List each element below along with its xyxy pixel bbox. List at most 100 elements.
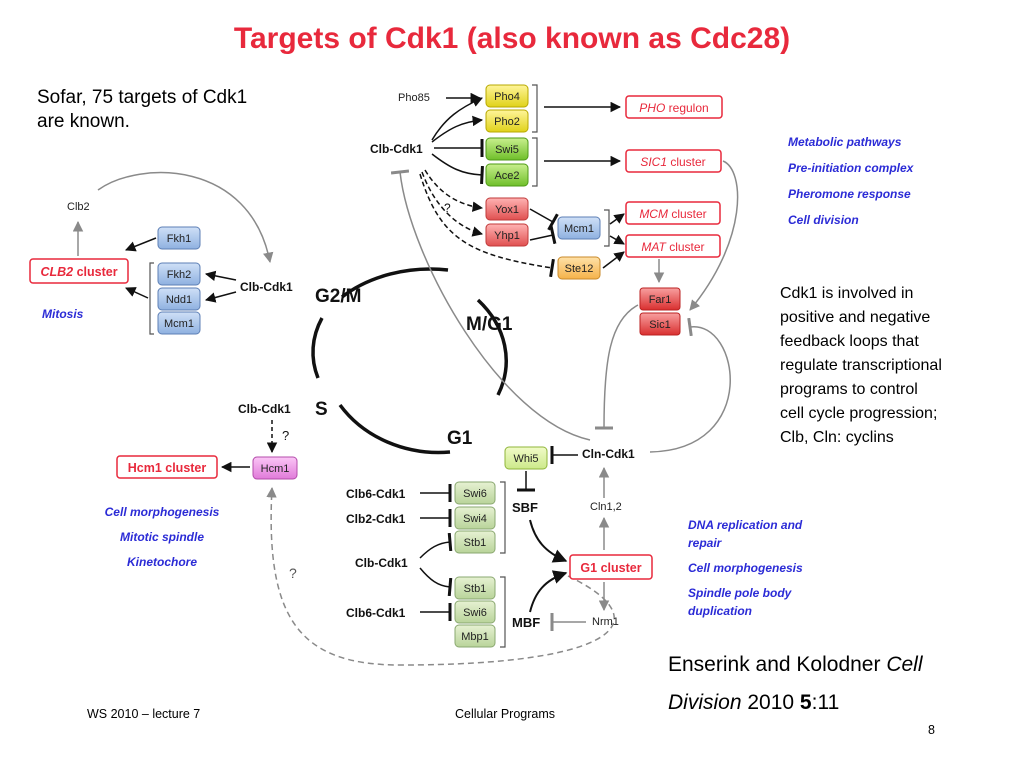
fkh1-to-clb2-arrow bbox=[125, 237, 157, 252]
kinase-clb-left: Clb-Cdk1 bbox=[240, 280, 293, 294]
protein-whi5 bbox=[504, 446, 548, 470]
protein-swi6-a bbox=[454, 481, 496, 505]
clb2-label: Clb2 bbox=[67, 201, 90, 213]
protein-fkh1-label: Fkh1 bbox=[167, 233, 191, 245]
cycle-arc-bottom bbox=[338, 403, 451, 455]
protein-stb1-b bbox=[454, 576, 496, 600]
clb-inhibits-ace2 bbox=[431, 153, 484, 185]
clb-to-pho4-arrow bbox=[431, 97, 483, 141]
left-network: Clb2 CLB2 cluster Mitosis Fkh1 Fkh2 Ndd1… bbox=[29, 171, 615, 666]
note-line: feedback loops that bbox=[780, 333, 919, 350]
note-line: positive and negative bbox=[780, 309, 931, 326]
protein-mcm1-left-label: Mcm1 bbox=[164, 318, 194, 330]
kinase-clb-top: Clb-Cdk1 bbox=[370, 142, 423, 156]
mbf-label: MBF bbox=[512, 615, 540, 630]
citation-authors: Enserink and Kolodner bbox=[668, 653, 887, 676]
note-line: cell cycle progression; bbox=[780, 405, 938, 422]
protein-ace2-label: Ace2 bbox=[494, 170, 519, 182]
intro-text: Sofar, 75 targets of Cdk1 are known. bbox=[37, 86, 247, 134]
top-network: Pho85 Clb-Cdk1 Pho4 Pho2 Swi5 Ace2 Yox1 … bbox=[370, 84, 915, 453]
citation: Enserink and Kolodner Cell Division 2010… bbox=[668, 646, 923, 722]
sic1-cluster-box bbox=[625, 149, 722, 173]
clb-to-ndd1-arrow bbox=[204, 291, 237, 303]
phase-mg1: M/G1 bbox=[466, 314, 513, 335]
footer-center: Cellular Programs bbox=[455, 707, 556, 721]
yhp1-inhibits-mcm1 bbox=[529, 225, 557, 245]
far1-inhibits-cln bbox=[594, 304, 639, 430]
sbf-label: SBF bbox=[512, 500, 538, 515]
protein-mbp1-label: Mbp1 bbox=[461, 631, 489, 643]
protein-mcm1-left bbox=[157, 311, 201, 335]
protein-hcm1 bbox=[252, 456, 298, 480]
protein-mcm1-top-label: Mcm1 bbox=[564, 223, 594, 235]
cycle-arc-top bbox=[340, 267, 449, 299]
protein-yhp1 bbox=[485, 223, 529, 247]
citation-year: 2010 bbox=[741, 691, 800, 714]
citation-page: :11 bbox=[811, 691, 840, 714]
kinase-clb-s: Clb-Cdk1 bbox=[238, 402, 291, 416]
function-right: DNA replication and bbox=[688, 518, 803, 532]
question-mark-hcm1: ? bbox=[282, 428, 289, 443]
protein-mbp1 bbox=[454, 624, 496, 648]
citation-journal-2: Division bbox=[668, 691, 742, 714]
function-right: repair bbox=[688, 536, 723, 550]
protein-swi4-label: Swi4 bbox=[463, 513, 487, 525]
protein-yox1 bbox=[485, 197, 529, 221]
kinase-clb6-a: Clb6-Cdk1 bbox=[346, 487, 406, 501]
function-left: Cell morphogenesis bbox=[105, 505, 220, 519]
citation-line-2: Division 2010 5:11 bbox=[668, 684, 923, 722]
protein-hcm1-label: Hcm1 bbox=[261, 463, 290, 475]
protein-swi5-label: Swi5 bbox=[495, 144, 519, 156]
protein-swi6-b bbox=[454, 600, 496, 624]
hcm1-cluster-box bbox=[116, 455, 218, 479]
protein-ste12-label: Ste12 bbox=[565, 263, 594, 275]
protein-swi4 bbox=[454, 506, 496, 530]
cdk1-note: Cdk1 is involved in positive and negativ… bbox=[780, 282, 942, 450]
nrm1-label: Nrm1 bbox=[592, 616, 619, 628]
phase-s: S bbox=[315, 399, 328, 420]
protein-pho2-label: Pho2 bbox=[494, 116, 520, 128]
protein-sic1 bbox=[639, 312, 681, 336]
cycle-arc-right bbox=[476, 298, 508, 396]
clb-to-pho2-arrow bbox=[431, 115, 484, 143]
mcm-cluster-label: MCM cluster bbox=[639, 207, 706, 221]
intro-line: are known. bbox=[37, 111, 130, 132]
mat-cluster-label: MAT cluster bbox=[641, 240, 704, 254]
pho-regulon-box bbox=[625, 95, 723, 119]
protein-pho4 bbox=[485, 84, 529, 108]
citation-line-1: Enserink and Kolodner Cell bbox=[668, 646, 923, 684]
clb-to-yox1-dashed bbox=[424, 169, 484, 212]
question-mark-bottom: ? bbox=[289, 565, 297, 581]
protein-fkh1 bbox=[157, 226, 201, 250]
pho85-label: Pho85 bbox=[398, 92, 430, 104]
cln-to-clb-loop bbox=[390, 169, 591, 441]
protein-stb1-b-label: Stb1 bbox=[464, 583, 487, 595]
kinase-clb-mid: Clb-Cdk1 bbox=[355, 556, 408, 570]
clb2-cluster-label: CLB2 cluster bbox=[40, 265, 117, 279]
protein-pho4-label: Pho4 bbox=[494, 91, 520, 103]
swi5-ace2-bracket bbox=[532, 137, 538, 187]
sbf-bracket bbox=[500, 481, 506, 554]
protein-sic1-label: Sic1 bbox=[649, 319, 670, 331]
phase-g2m: G2/M bbox=[315, 286, 361, 307]
protein-ndd1 bbox=[157, 287, 201, 311]
clb2-to-clb-cdk1-loop bbox=[97, 171, 274, 264]
function-right: Spindle pole body bbox=[688, 586, 793, 600]
function-top: Pheromone response bbox=[788, 187, 911, 201]
protein-far1-label: Far1 bbox=[649, 294, 672, 306]
cycle-arc-left bbox=[311, 317, 324, 379]
clb-to-ste12-dashed bbox=[419, 173, 555, 278]
note-line: Clb, Cln: cyclins bbox=[780, 429, 894, 446]
kinase-clb2: Clb2-Cdk1 bbox=[346, 512, 406, 526]
cln12-label: Cln1,2 bbox=[590, 501, 622, 513]
function-top: Pre-initiation complex bbox=[788, 161, 915, 175]
footer-left: WS 2010 – lecture 7 bbox=[87, 707, 201, 721]
citation-volume: 5 bbox=[799, 691, 812, 714]
citation-journal-1: Cell bbox=[886, 653, 923, 676]
cln-inhibits-sic1-loop bbox=[649, 317, 731, 453]
mcm-cluster-box bbox=[625, 201, 721, 225]
pho-regulon-label: PHO regulon bbox=[639, 101, 708, 115]
clb-inhibits-stb1-b bbox=[419, 567, 453, 597]
clb-to-fkh2-arrow bbox=[204, 270, 237, 282]
